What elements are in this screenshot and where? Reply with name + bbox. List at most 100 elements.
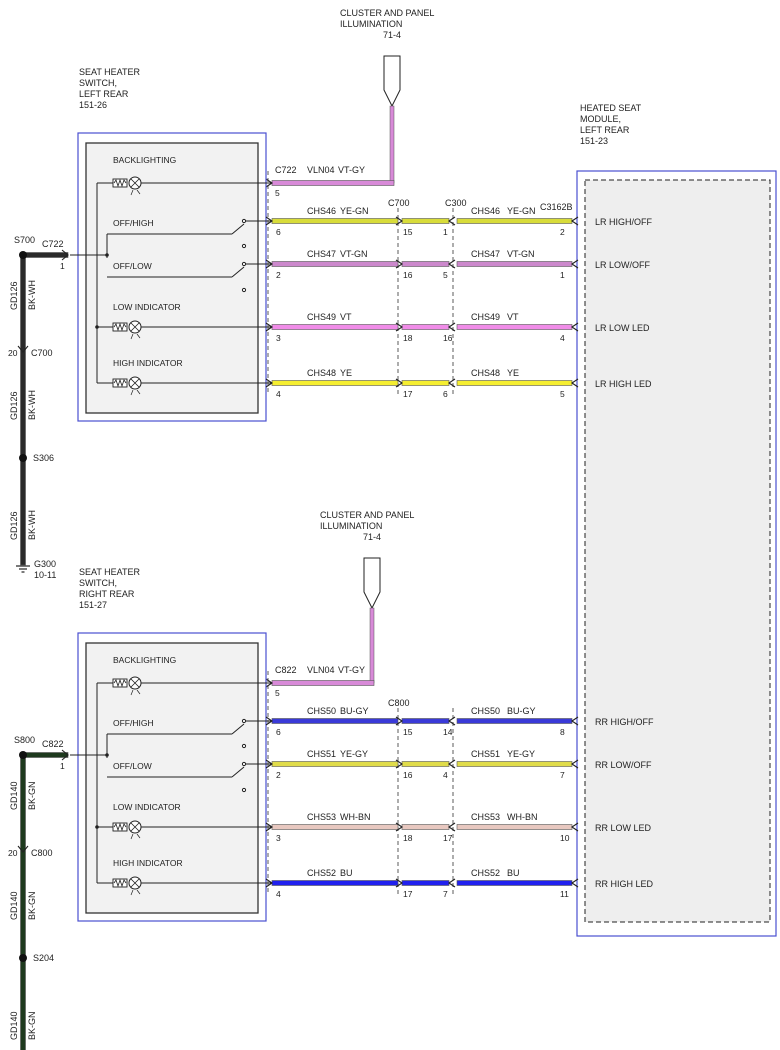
pin-conn-b-CHS48: 6 (443, 389, 448, 399)
backlight-feed-horizontal-left (271, 180, 395, 186)
module-pin-label-CHS53: RR LOW LED (595, 823, 652, 833)
ground-connector-pin-right: 1 (60, 761, 65, 771)
backlight-lamp-right (112, 676, 142, 696)
low-indicator-lamp-right-rays (130, 833, 141, 840)
wire-seg1-CHS50 (271, 718, 399, 724)
pin-arrow-conn-b-CHS46 (448, 216, 456, 226)
label-high-indicator-right: HIGH INDICATOR (113, 858, 183, 868)
pin-arrow-conn-a-CHS49 (395, 322, 403, 332)
ground-color-lower-right: BK-GN (27, 1011, 37, 1040)
circuit-id-seg1-CHS47: CHS47 (307, 249, 336, 259)
low-indicator-lamp-left-rays (130, 333, 141, 340)
pin-switch-CHS52: 4 (276, 889, 281, 899)
ground-connector-arrow-right (61, 749, 69, 761)
wire-seg2-CHS47 (401, 261, 450, 267)
label-off-low-right: OFF/LOW (113, 761, 152, 771)
module-title-line3: LEFT REAR (580, 125, 630, 135)
backlight-lamp-right-cross (130, 678, 140, 688)
high-indicator-lamp-right-rays (130, 889, 141, 896)
pin-arrow-module-CHS46 (571, 216, 579, 226)
circuit-id-seg3-CHS51: CHS51 (471, 749, 500, 759)
ground-connector-arrow-left (61, 249, 69, 261)
mid-connector-a-name-left: C700 (388, 198, 410, 208)
wire-color-seg3-CHS52: BU (507, 868, 520, 878)
module-pin-label-CHS52: RR HIGH LED (595, 879, 654, 889)
high-indicator-lamp-right-cross (130, 878, 140, 888)
high-indicator-lamp-right-zigzag (113, 878, 127, 888)
backlight-lamp-left-cross (130, 178, 140, 188)
cluster-ref-right: 71-4 (363, 532, 381, 542)
wire-seg1-CHS52 (271, 880, 399, 886)
label-off-high-left: OFF/HIGH (113, 218, 154, 228)
ground-pin20-right: 20 (8, 848, 18, 858)
ground-connector-pin-left: 1 (60, 261, 65, 271)
circuit-id-seg1-CHS49: CHS49 (307, 312, 336, 322)
ground-mid-arrow-right (17, 845, 29, 853)
ground-mid-arrow-left (17, 345, 29, 353)
pin-module-CHS48: 5 (560, 389, 565, 399)
pin-arrow-switch-CHS49 (265, 322, 273, 332)
mid-connector-b-name-left: C300 (445, 198, 467, 208)
ground-circuit-upper-right: GD140 (9, 781, 19, 810)
ground-ref-left: 10-11 (34, 570, 56, 580)
circuit-id-seg3-CHS52: CHS52 (471, 868, 500, 878)
circuit-id-seg1-CHS53: CHS53 (307, 812, 336, 822)
pin-switch-CHS51: 2 (276, 770, 281, 780)
module-ref: 151-23 (580, 136, 608, 146)
circuit-id-seg3-CHS47: CHS47 (471, 249, 500, 259)
cluster-connector-symbol-left (383, 55, 401, 108)
low-indicator-lamp-right-zigzag (113, 822, 127, 832)
ground-circuit-mid-left: GD126 (9, 391, 19, 420)
splice2-dot-right (19, 954, 27, 962)
circuit-id-seg1-CHS46: CHS46 (307, 206, 336, 216)
ground-mid-connector-left: C700 (31, 348, 53, 358)
wire-color-seg1-CHS46: YE-GN (340, 206, 369, 216)
pin-conn-a-CHS53: 18 (403, 833, 413, 843)
pin-conn-a-CHS52: 17 (403, 889, 413, 899)
switch-blade-low-left (231, 266, 245, 278)
switch-blade-low-right (231, 766, 245, 778)
wire-color-seg3-CHS46: YE-GN (507, 206, 536, 216)
ground-circuit-lower-left: GD126 (9, 511, 19, 540)
wire-seg2-CHS52 (401, 880, 450, 886)
pin-arrow-switch-CHS53 (265, 822, 273, 832)
backlight-feed-horizontal-right (271, 680, 375, 686)
pin-switch-CHS48: 4 (276, 389, 281, 399)
pin-arrow-switch-CHS50 (265, 716, 273, 726)
backlight-lamp-left-zigzag (113, 178, 127, 188)
circuit-id-seg1-CHS50: CHS50 (307, 706, 336, 716)
label-off-high-right: OFF/HIGH (113, 718, 154, 728)
cluster-label-line2-right: ILLUMINATION (320, 521, 382, 531)
pin-arrow-switch-CHS46 (265, 216, 273, 226)
ground-vertical-wire-right (20, 754, 26, 1050)
pin-conn-b-CHS46: 1 (443, 227, 448, 237)
ground-vertical-wire-left (20, 254, 26, 566)
module-pin-label-CHS46: LR HIGH/OFF (595, 217, 653, 227)
wire-seg1-CHS47 (271, 261, 399, 267)
pin-switch-CHS50: 6 (276, 727, 281, 737)
splice1-label-right: S800 (14, 735, 35, 745)
wire-seg2-CHS53 (401, 824, 450, 830)
contact-high-left (241, 218, 247, 224)
wire-color-seg1-CHS53: WH-BN (340, 812, 371, 822)
pin-arrow-conn-a-CHS53 (395, 822, 403, 832)
circuit-id-seg3-CHS53: CHS53 (471, 812, 500, 822)
backlight-lamp-right-rays (130, 689, 141, 696)
backlight-lamp-left (112, 176, 142, 196)
wire-seg3-CHS52 (456, 880, 573, 886)
pin-switch-CHS49: 3 (276, 333, 281, 343)
pin-arrow-module-CHS49 (571, 322, 579, 332)
module-pin-label-CHS50: RR HIGH/OFF (595, 717, 654, 727)
splice2-dot-left (19, 454, 27, 462)
wire-seg1-CHS51 (271, 761, 399, 767)
wire-seg3-CHS50 (456, 718, 573, 724)
pin-arrow-conn-b-CHS49 (448, 322, 456, 332)
pin-switch-CHS46: 6 (276, 227, 281, 237)
backlight-lamp-left-rays (130, 189, 141, 196)
pin-module-CHS46: 2 (560, 227, 565, 237)
circuit-id-seg3-CHS48: CHS48 (471, 368, 500, 378)
label-low-indicator-right: LOW INDICATOR (113, 802, 181, 812)
switch-ref-left: 151-26 (79, 100, 107, 110)
pin-conn-a-CHS50: 15 (403, 727, 413, 737)
